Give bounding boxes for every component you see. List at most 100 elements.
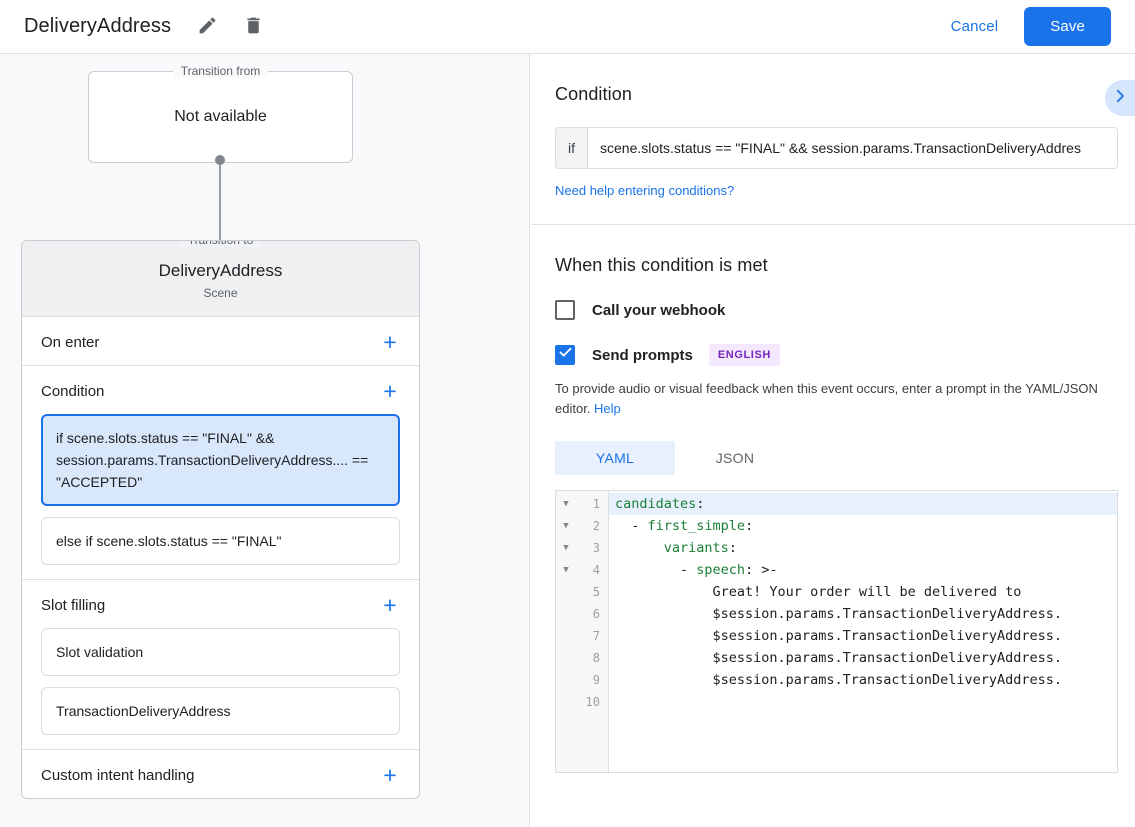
section-body: if scene.slots.status == "FINAL" && sess… (22, 414, 419, 579)
section-title: Slot filling (41, 596, 106, 614)
top-toolbar: DeliveryAddress Cancel Save (0, 0, 1135, 54)
editor-line-number-row: 10 (556, 691, 608, 713)
fold-arrow-icon[interactable]: ▼ (563, 565, 569, 575)
editor-line-number-row: 7 (556, 625, 608, 647)
editor-hint-help-link[interactable]: Help (594, 401, 621, 416)
fold-arrow-icon[interactable]: ▼ (563, 543, 569, 553)
transition-from-box: Transition from Not available (88, 64, 353, 163)
delete-button[interactable] (237, 11, 269, 43)
editor-line-number-row: ▼3 (556, 537, 608, 559)
transition-from-legend: Transition from (172, 64, 269, 78)
trash-icon (243, 15, 264, 39)
section-title: Custom intent handling (41, 766, 195, 784)
add-slot-filling-button[interactable]: + (383, 592, 397, 618)
section-on-enter: On enter + (22, 317, 419, 366)
save-button[interactable]: Save (1024, 7, 1111, 46)
section-condition: Condition + if scene.slots.status == "FI… (22, 366, 419, 580)
editor-line-number: 2 (592, 519, 600, 533)
transition-to-subtitle: Scene (203, 286, 238, 300)
editor-line-number-row: ▼2 (556, 515, 608, 537)
call-your-webhook-checkbox[interactable] (555, 300, 575, 320)
editor-hint-text: To provide audio or visual feedback when… (555, 379, 1120, 419)
fold-arrow-icon[interactable]: ▼ (563, 499, 569, 509)
condition-help-link[interactable]: Need help entering conditions? (555, 183, 735, 198)
editor-code-line: candidates: (609, 493, 1117, 515)
editor-line-number: 5 (592, 585, 600, 599)
add-on-enter-button[interactable]: + (383, 329, 397, 355)
edit-name-button[interactable] (191, 11, 223, 43)
when-condition-met-heading: When this condition is met (555, 255, 768, 275)
editor-line-number-row: ▼4 (556, 559, 608, 581)
expand-panel-button[interactable] (1105, 80, 1135, 116)
editor-line-number: 1 (592, 497, 600, 511)
editor-code-area[interactable]: candidates: - first_simple: variants: - … (609, 491, 1117, 772)
when-condition-met-block: When this condition is met Call your web… (531, 225, 1135, 773)
transition-to-title: DeliveryAddress (158, 261, 283, 280)
send-prompts-checkbox[interactable] (555, 345, 575, 365)
editor-code-line: $session.params.TransactionDeliveryAddre… (615, 672, 1063, 688)
editor-code-line: variants: (663, 540, 737, 556)
cancel-button[interactable]: Cancel (937, 9, 1013, 44)
editor-line-number-row: 9 (556, 669, 608, 691)
send-prompts-label: Send prompts (592, 346, 693, 364)
section-header: Slot filling + (22, 580, 419, 628)
list-item-transaction-delivery-address[interactable]: TransactionDeliveryAddress (41, 687, 400, 735)
list-item-slot-validation[interactable]: Slot validation (41, 628, 400, 676)
condition-block: Condition if Need help entering conditio… (531, 54, 1135, 225)
webhook-row: Call your webhook (555, 300, 1135, 320)
editor-line-number-row: ▼1 (556, 493, 608, 515)
transition-to-header: Transition to DeliveryAddress Scene (22, 241, 419, 317)
section-title: Condition (41, 382, 105, 400)
add-condition-button[interactable]: + (383, 378, 397, 404)
section-slot-filling: Slot filling + Slot validation Transacti… (22, 580, 419, 750)
check-icon (558, 345, 573, 365)
editor-line-number: 3 (592, 541, 600, 555)
pencil-icon (197, 15, 218, 39)
list-item-condition-else[interactable]: else if scene.slots.status == "FINAL" (41, 517, 400, 565)
send-prompts-row: Send prompts ENGLISH (555, 344, 1135, 366)
section-header: On enter + (22, 317, 419, 365)
section-body: Slot validation TransactionDeliveryAddre… (22, 628, 419, 749)
condition-input-row: if (555, 127, 1118, 169)
editor-line-number: 8 (592, 651, 600, 665)
editor-hint-body: To provide audio or visual feedback when… (555, 381, 1098, 416)
editor-code-line: Great! Your order will be delivered to (615, 584, 1022, 600)
editor-line-number-row: 5 (556, 581, 608, 603)
call-your-webhook-label: Call your webhook (592, 301, 726, 319)
editor-code-line (609, 691, 1117, 713)
editor-code-line: $session.params.TransactionDeliveryAddre… (615, 650, 1063, 666)
section-header: Custom intent handling + (22, 750, 419, 798)
page-title: DeliveryAddress (24, 15, 172, 37)
language-badge: ENGLISH (708, 344, 780, 366)
add-custom-intent-button[interactable]: + (383, 762, 397, 788)
tab-yaml[interactable]: YAML (555, 441, 675, 475)
transition-to-legend: Transition to (179, 241, 262, 247)
editor-line-number: 7 (592, 629, 600, 643)
editor-code-line: - first_simple: (615, 518, 754, 534)
left-panel: Transition from Not available Transition… (0, 54, 530, 827)
condition-input[interactable] (588, 128, 1117, 168)
fold-arrow-icon[interactable]: ▼ (563, 521, 569, 531)
transition-from-value: Not available (174, 108, 267, 125)
editor-code-line: $session.params.TransactionDeliveryAddre… (615, 628, 1063, 644)
list-item-condition-selected[interactable]: if scene.slots.status == "FINAL" && sess… (41, 414, 400, 506)
editor-line-number: 9 (592, 673, 600, 687)
editor-line-number: 4 (592, 563, 600, 577)
editor-line-number-row: 8 (556, 647, 608, 669)
transition-to-card: Transition to DeliveryAddress Scene On e… (21, 240, 420, 799)
editor-format-tabs: YAML JSON (555, 441, 1135, 475)
editor-code-line: - speech: >- (615, 562, 778, 578)
condition-if-prefix: if (556, 128, 588, 168)
chevron-right-icon (1111, 87, 1129, 110)
section-title: On enter (41, 333, 100, 351)
section-header: Condition + (22, 366, 419, 414)
editor-code-line: $session.params.TransactionDeliveryAddre… (615, 606, 1063, 622)
section-custom-intent-handling: Custom intent handling + (22, 750, 419, 798)
condition-heading: Condition (555, 84, 632, 104)
editor-line-number: 10 (585, 695, 600, 709)
editor-line-number-row: 6 (556, 603, 608, 625)
right-panel: Condition if Need help entering conditio… (531, 54, 1135, 827)
tab-json[interactable]: JSON (715, 450, 755, 466)
